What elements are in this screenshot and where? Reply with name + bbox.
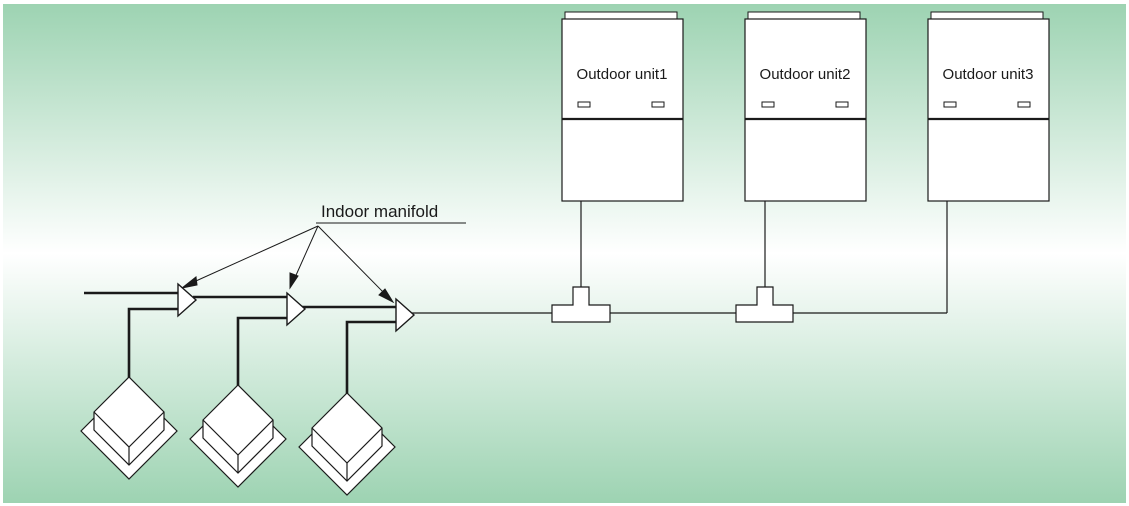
- outdoor-unit-2: [744, 11, 867, 202]
- callout-leader-lines: [181, 225, 395, 304]
- indoor-unit-1: [80, 376, 178, 480]
- outdoor-piping: [410, 201, 948, 314]
- outdoor-unit-2-label: Outdoor unit2: [760, 66, 851, 83]
- outdoor-branch-tee-1: [551, 286, 611, 323]
- outdoor-branch-tee-2: [735, 286, 794, 323]
- indoor-unit-3: [298, 392, 396, 496]
- outdoor-unit-1-label: Outdoor unit1: [577, 66, 668, 83]
- indoor-manifold-3: [395, 297, 416, 333]
- outdoor-unit-3: [927, 11, 1050, 202]
- outdoor-unit-1: [561, 11, 684, 202]
- indoor-manifold-2: [286, 291, 307, 327]
- outdoor-unit-3-label: Outdoor unit3: [943, 66, 1034, 83]
- indoor-manifold-label: Indoor manifold: [321, 202, 438, 221]
- indoor-main-pipe: [84, 291, 396, 309]
- indoor-branch-pipes: [127, 307, 396, 396]
- indoor-unit-2: [189, 384, 287, 488]
- indoor-manifold-1: [177, 282, 198, 318]
